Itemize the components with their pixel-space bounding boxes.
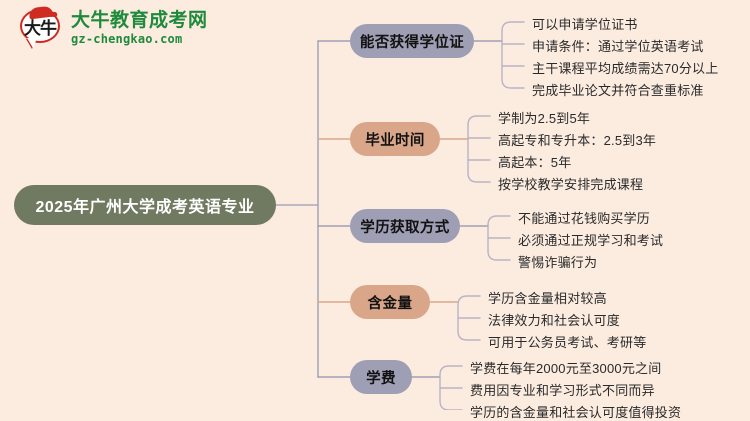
mindmap-leaf-node[interactable]: 高起专和专升本：2.5到3年 [498, 133, 657, 148]
mindmap-leaf-node[interactable]: 费用因专业和学习形式不同而异 [470, 383, 655, 398]
mindmap-connectors [275, 21, 525, 410]
speech-bubble-logo-icon: 大牛 [18, 5, 62, 50]
mindmap-leaf-node[interactable]: 警惕诈骗行为 [518, 255, 598, 270]
mindmap-leaf-node[interactable]: 学历的含金量和社会认可度值得投资 [470, 405, 682, 420]
mindmap-leaf-node[interactable]: 申请条件：通过学位英语考试 [532, 39, 704, 54]
mindmap-branch-node-5[interactable]: 学费 [350, 360, 412, 394]
site-logo: 大牛 大牛教育成考网 gz-chengkao.com [18, 5, 208, 50]
logo-bubble-tail [27, 38, 37, 48]
logo-glyph: 大牛 [24, 18, 57, 38]
mindmap-leaf-node[interactable]: 高起本：5年 [498, 155, 572, 170]
brand-text-block: 大牛教育成考网 gz-chengkao.com [71, 10, 208, 47]
brand-url: gz-chengkao.com [71, 32, 183, 47]
mindmap-branch-node-3[interactable]: 学历获取方式 [350, 209, 460, 243]
brand-name: 大牛教育成考网 [71, 10, 208, 32]
mindmap-leaf-node[interactable]: 不能通过花钱购买学历 [518, 211, 651, 226]
mindmap-leaf-node[interactable]: 可用于公务员考试、考研等 [488, 335, 647, 350]
mindmap-leaf-node[interactable]: 完成毕业论文并符合查重标准 [532, 83, 704, 98]
mindmap-branch-node-1[interactable]: 能否获得学位证 [350, 24, 474, 58]
mindmap-root-node[interactable]: 2025年广州大学成考英语专业 [14, 185, 276, 225]
mindmap-branch-node-4[interactable]: 含金量 [350, 285, 430, 319]
mindmap-leaf-node[interactable]: 法律效力和社会认可度 [488, 313, 621, 328]
mindmap-branch-node-2[interactable]: 毕业时间 [350, 122, 440, 156]
mindmap-leaf-node[interactable]: 学费在每年2000元至3000元之间 [470, 361, 662, 376]
mindmap-leaf-node[interactable]: 按学校教学安排完成课程 [498, 177, 644, 192]
mindmap-leaf-node[interactable]: 学制为2.5到5年 [498, 111, 591, 126]
mindmap-leaf-node[interactable]: 必须通过正规学习和考试 [518, 233, 664, 248]
mindmap-leaf-node[interactable]: 可以申请学位证书 [532, 17, 638, 32]
mindmap-leaf-node[interactable]: 主干课程平均成绩需达70分以上 [532, 61, 719, 76]
mindmap-leaf-node[interactable]: 学历含金量相对较高 [488, 291, 607, 306]
